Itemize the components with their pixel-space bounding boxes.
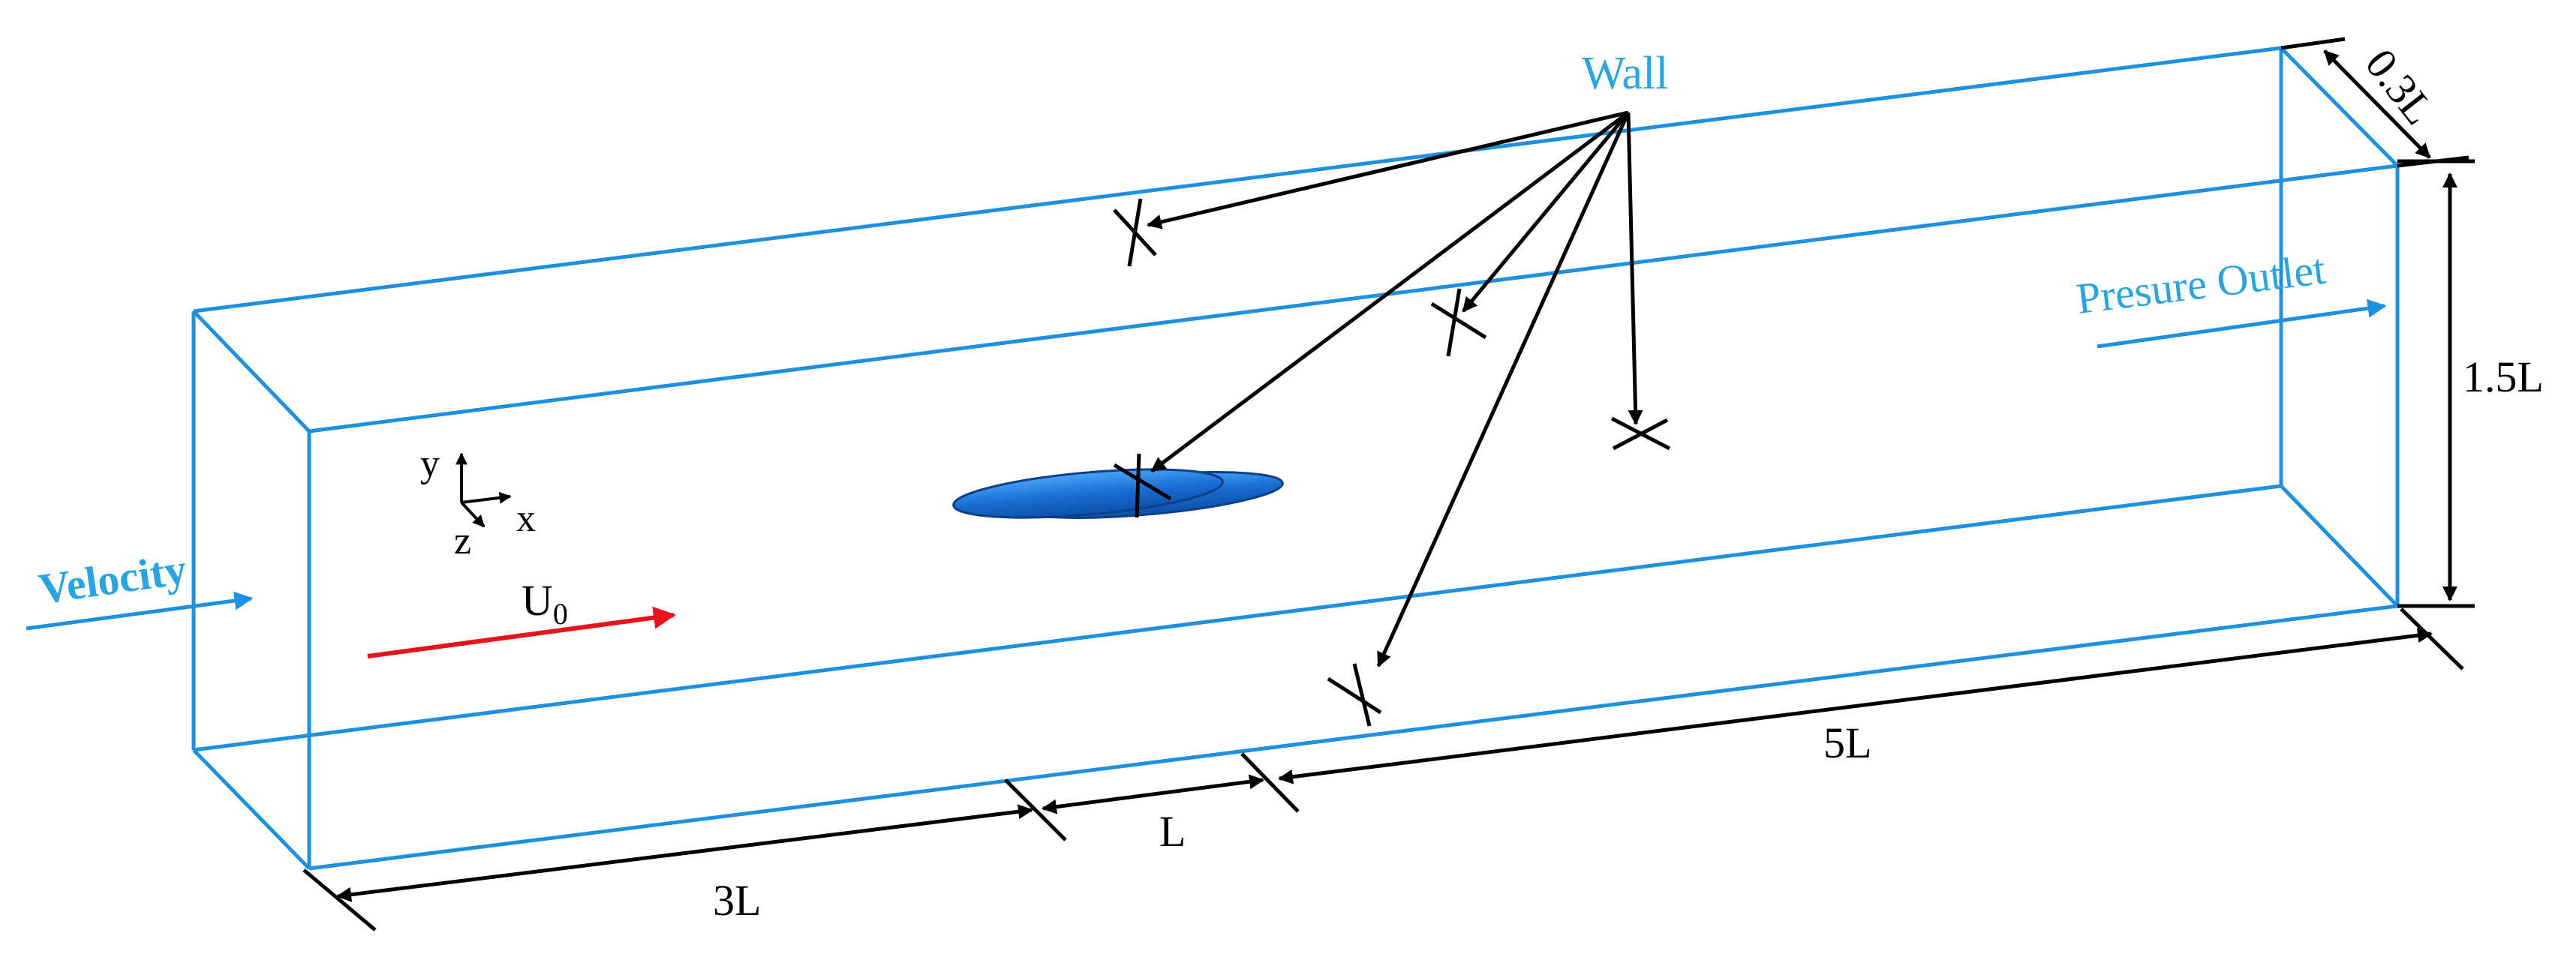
axis-y-label: y [420,442,440,485]
wall-label: Wall [1582,48,1669,99]
axis-z-label: z [454,520,471,562]
wall-marker [1610,416,1671,451]
wall-marker [1430,288,1487,357]
domain-edge [193,484,2282,752]
freestream-arrow [367,606,676,658]
wall-arrow-bottom [1376,111,1631,668]
wall-marker [1113,453,1172,518]
dim-5L-label: 5L [1823,718,1871,767]
dim-tick [2397,155,2469,168]
dim-L-line [1042,774,1264,814]
dim-1-5L-label: 1.5L [2463,352,2544,401]
hydrofoil-upper [952,468,1224,519]
dim-tick [302,868,377,932]
dimensions [302,37,2475,932]
dim-3L-line [336,804,1033,902]
domain-edge [308,604,2398,871]
wall-arrow-back [1462,111,1630,313]
domain-edge [192,748,311,870]
domain-edge [308,164,2398,434]
axis-x-line [461,491,512,504]
wall-arrow-top [1147,110,1629,230]
axis-x-label: x [516,497,536,540]
dim-tick [1240,752,1300,813]
domain-edge [193,46,2282,314]
u0-main: U [522,576,553,625]
dim-tick [2280,37,2346,50]
u0-label: U0 [522,576,568,631]
velocity-inlet-arrow [26,591,254,631]
hydrofoil [952,468,1284,519]
domain-edge [192,310,311,433]
dim-L-label: L [1159,807,1186,856]
axis-z-line [460,501,485,528]
dim-0-3L-label: 0.3L [2356,40,2445,134]
wall-indicators [1113,110,1671,727]
wall-marker [1327,663,1382,727]
dim-tick [2400,608,2464,670]
wall-marker [1113,198,1157,267]
domain-edge [2280,484,2399,608]
u0-subscript: 0 [553,597,568,631]
dim-tick [1004,778,1067,842]
pressure-outlet-label: Presure Outlet [2074,244,2328,323]
wall-arrow-side [1626,112,1643,425]
coordinate-axes [455,452,512,528]
pressure-outlet-arrow [2097,298,2387,349]
domain-box [191,46,2400,871]
velocity-inlet-label: Velocity [36,544,190,614]
dim-5L-line [1278,628,2433,784]
dim-0-3L-line [2323,50,2431,159]
dim-3L-label: 3L [713,876,761,925]
wall-arrow-foil [1150,111,1630,472]
